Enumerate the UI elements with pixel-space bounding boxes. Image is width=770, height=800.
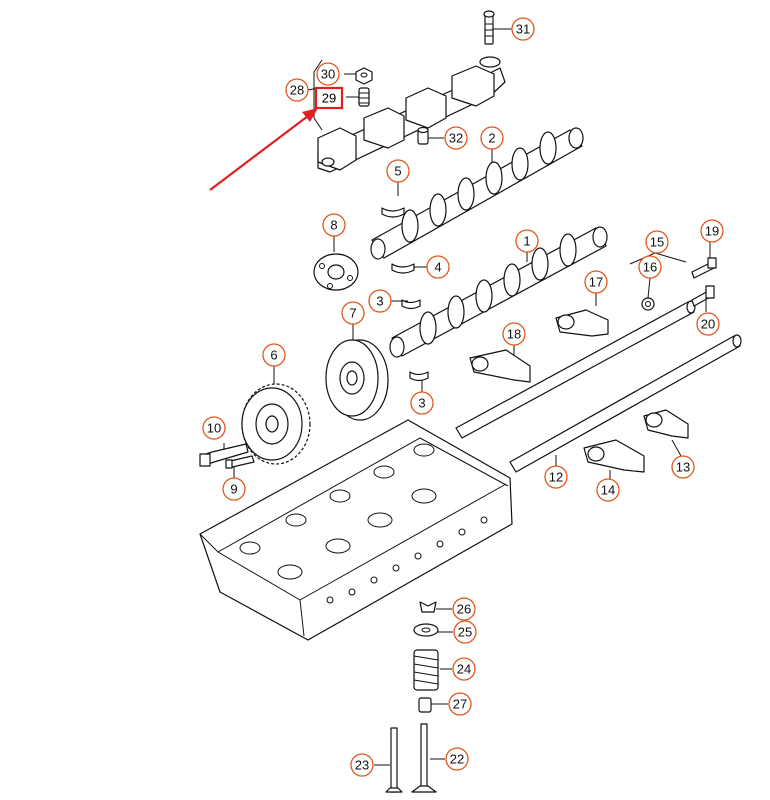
gear-bolts: [199, 443, 255, 469]
callout-3-lower: 3: [410, 391, 434, 415]
cylinder-head: [199, 419, 513, 641]
callout-17: 17: [584, 270, 608, 294]
rocker-shaft-assembly: [313, 10, 506, 173]
callout-23: 23: [350, 753, 374, 777]
callout-28: 28: [285, 78, 309, 102]
callout-16: 16: [638, 255, 662, 279]
callout-20-label: 20: [701, 317, 715, 332]
callout-31-label: 31: [516, 22, 530, 37]
callout-4-label: 4: [434, 260, 441, 275]
callout-10: 10: [202, 416, 226, 440]
callout-32: 32: [444, 126, 468, 150]
callout-12: 12: [544, 465, 568, 489]
callout-26: 26: [452, 597, 476, 621]
callout-18: 18: [502, 322, 526, 346]
callout-27: 27: [448, 692, 472, 716]
hub: [313, 253, 359, 291]
callout-25: 25: [453, 620, 477, 644]
rocker-arms: [469, 309, 689, 473]
pulley: [325, 339, 389, 421]
callout-2: 2: [480, 126, 504, 150]
highlight-arrow: [209, 108, 318, 191]
shaft-fixings: [641, 257, 717, 311]
callout-19: 19: [700, 219, 724, 243]
callout-30-label: 30: [321, 67, 335, 82]
callout-7: 7: [341, 301, 365, 325]
callout-25-label: 25: [458, 625, 472, 640]
rocker-shafts: [455, 300, 742, 473]
callout-18-label: 18: [507, 327, 521, 342]
callout-19-label: 19: [705, 224, 719, 239]
callout-29: 29: [322, 91, 336, 106]
callout-22-label: 22: [450, 752, 464, 767]
callout-1-label: 1: [523, 234, 530, 249]
callout-32-label: 32: [449, 131, 463, 146]
valve-parts: [385, 601, 439, 793]
callout-20: 20: [696, 312, 720, 336]
callout-9-label: 9: [230, 482, 237, 497]
callout-30: 30: [316, 62, 340, 86]
callout-13: 13: [671, 455, 695, 479]
callout-2-label: 2: [488, 131, 495, 146]
callout-3-upper: 3: [368, 289, 392, 313]
camshaft-upper: [370, 127, 584, 260]
callout-17-label: 17: [589, 275, 603, 290]
callout-6: 6: [262, 343, 286, 367]
callout-29-label: 29: [322, 91, 336, 106]
callout-26-label: 26: [457, 602, 471, 617]
callout-24-label: 24: [457, 662, 471, 677]
callout-5-label: 5: [394, 164, 401, 179]
callout-16-label: 16: [643, 260, 657, 275]
callout-10-label: 10: [207, 421, 221, 436]
callout-27-label: 27: [453, 697, 467, 712]
callout-14: 14: [596, 478, 620, 502]
callout-13-label: 13: [676, 460, 690, 475]
gear: [241, 383, 311, 465]
callout-5: 5: [386, 159, 410, 183]
callout-31: 31: [511, 17, 535, 41]
callout-14-label: 14: [601, 483, 615, 498]
callout-4: 4: [426, 255, 450, 279]
callout-8: 8: [322, 213, 346, 237]
callout-15: 15: [645, 230, 669, 254]
callout-9: 9: [222, 477, 246, 501]
callout-22: 22: [445, 747, 469, 771]
callout-6-label: 6: [270, 348, 277, 363]
bearing-shells: [381, 207, 429, 382]
callout-12-label: 12: [549, 470, 563, 485]
callout-28-label: 28: [290, 83, 304, 98]
callout-7-label: 7: [349, 306, 356, 321]
highlight-box-29: [314, 86, 344, 110]
callout-3-upper-label: 3: [376, 294, 383, 309]
callout-3-lower-label: 3: [418, 396, 425, 411]
camshaft-lower: [389, 226, 608, 358]
callout-15-label: 15: [650, 235, 664, 250]
callout-24: 24: [452, 657, 476, 681]
callout-1: 1: [515, 229, 539, 253]
callout-8-label: 8: [330, 218, 337, 233]
callout-23-label: 23: [355, 758, 369, 773]
